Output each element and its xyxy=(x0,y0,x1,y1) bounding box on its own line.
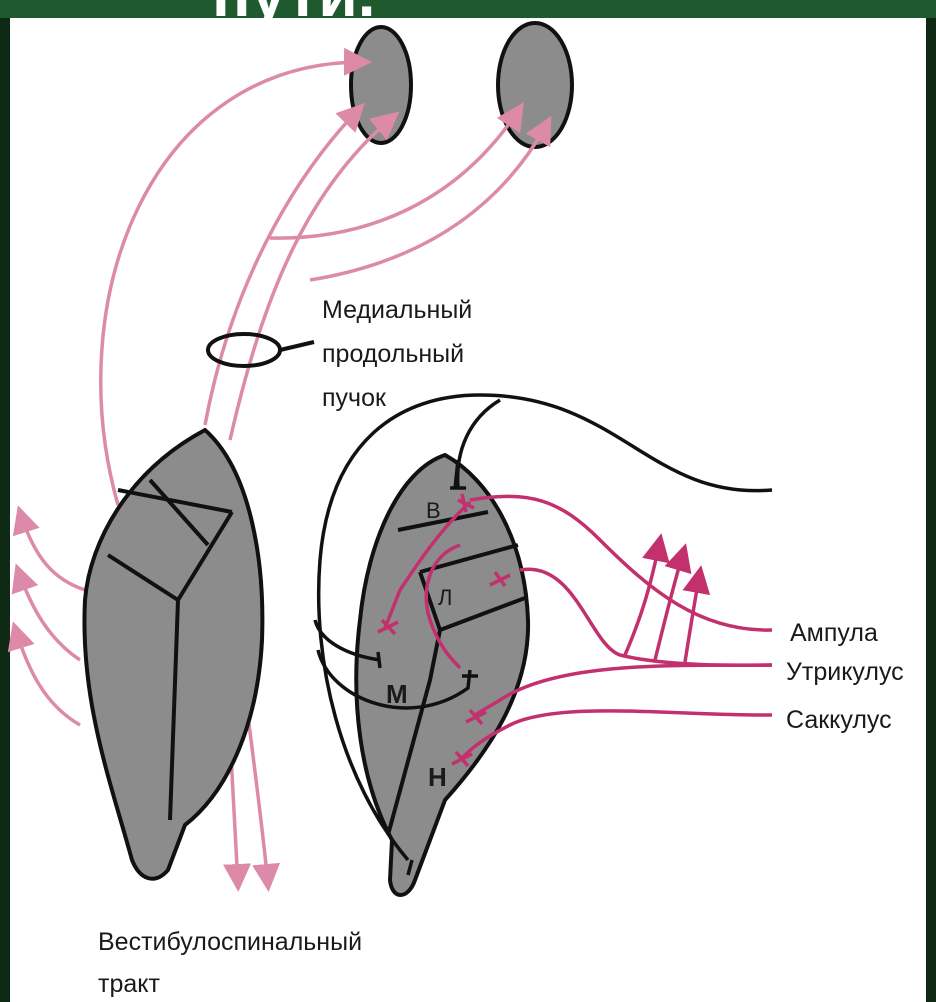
nucleus-label-medial: М xyxy=(386,679,408,709)
mlf-label-line3: пучок xyxy=(322,384,387,412)
label-vestibulospinal-line1: Вестибулоспинальный xyxy=(98,928,362,956)
mlf-label-line2: продольный xyxy=(322,340,464,368)
label-sacculus: Саккулус xyxy=(786,706,892,734)
label-utriculus: Утрикулус xyxy=(786,658,904,686)
mlf-label-line1: Медиальный xyxy=(322,296,472,324)
nucleus-label-superior: В xyxy=(426,498,441,523)
label-ampulla: Ампула xyxy=(790,619,878,647)
nucleus-label-inferior: Н xyxy=(428,762,447,792)
oculomotor-nucleus-right xyxy=(498,23,572,147)
label-vestibulospinal-line2: тракт xyxy=(98,970,160,998)
nucleus-label-lateral: Л xyxy=(438,585,452,610)
slide-title-fragment: пути. xyxy=(212,0,376,30)
